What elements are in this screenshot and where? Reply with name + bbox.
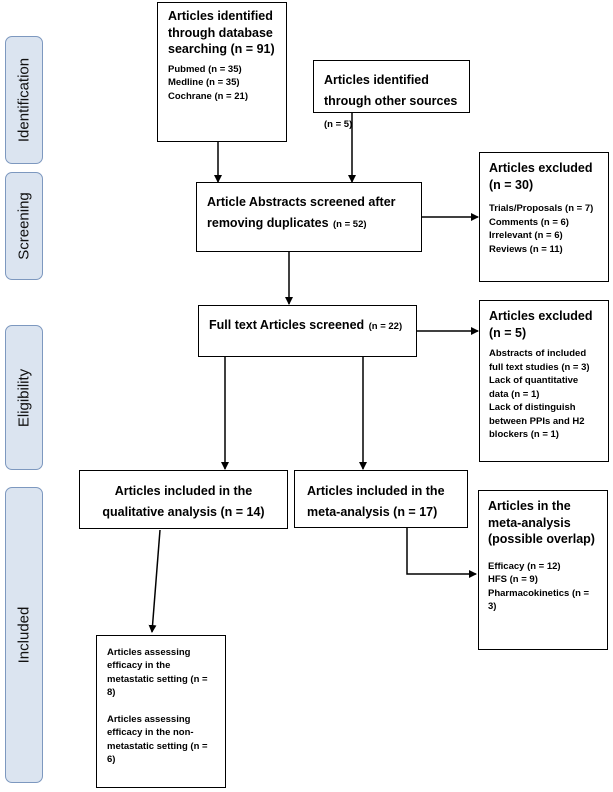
meta-overlap-box: Articles in the meta-analysis (possible … — [478, 490, 608, 650]
phase-eligibility: Eligibility — [5, 325, 43, 470]
list-item: Abstracts of included full text studies … — [489, 348, 590, 373]
list-item: Irrelevant (n = 6) — [489, 230, 563, 242]
other-sources-box: Articles identified through other source… — [313, 60, 470, 130]
box-title: Articles excluded (n = 5) — [489, 309, 593, 340]
list-item: Articles assessing efficacy in the metas… — [107, 647, 208, 699]
phase-identification: Identification — [5, 36, 43, 164]
box-title: Articles identified through database sea… — [168, 9, 275, 57]
phase-included: Included — [5, 487, 43, 783]
efficacy-setting-box: Articles assessing efficacy in the metas… — [96, 635, 226, 788]
abstracts-screened-box: Article Abstracts screened after removin… — [196, 182, 422, 252]
list-item: Lack of quantitative data (n = 1) — [489, 375, 579, 400]
qualitative-analysis-box: Articles included in the qualitative ana… — [79, 470, 288, 529]
arrow-meta-to-overlap — [406, 528, 477, 578]
database-search-box: Articles identified through database sea… — [157, 2, 287, 142]
box-count: (n = 52) — [333, 219, 367, 231]
list-item: Efficacy (n = 12) — [488, 560, 561, 572]
full-text-box: Full text Articles screened (n = 22) — [198, 305, 417, 357]
box-title: Full text Articles screened — [209, 318, 365, 332]
box-title: Articles in the meta-analysis (possible … — [488, 499, 595, 547]
phase-screening: Screening — [5, 172, 43, 280]
box-title: Article Abstracts screened after removin… — [207, 195, 396, 231]
list-item: Cochrane (n = 21) — [168, 90, 248, 102]
list-item: Comments (n = 6) — [489, 216, 569, 228]
list-item: Pubmed (n = 35) — [168, 63, 242, 75]
box-count: (n = 5) — [324, 118, 353, 130]
excluded-screening-box: Articles excluded (n = 30) Trials/Propos… — [479, 152, 609, 282]
box-title: Articles excluded (n = 30) — [489, 161, 593, 192]
box-count: (n = 22) — [368, 321, 403, 332]
list-item: Lack of distinguish between PPIs and H2 … — [489, 402, 585, 441]
meta-analysis-box: Articles included in the meta-analysis (… — [294, 470, 468, 528]
list-item: Medline (n = 35) — [168, 77, 240, 89]
excluded-eligibility-box: Articles excluded (n = 5) Abstracts of i… — [479, 300, 609, 462]
arrow-qualitative-to-efficacy — [148, 529, 161, 633]
list-item: Articles assessing efficacy in the non-m… — [107, 713, 208, 766]
box-title: Articles included in the meta-analysis (… — [307, 484, 445, 520]
list-item: Pharmacokinetics (n = 3) — [488, 587, 590, 613]
box-title: Articles identified through other source… — [324, 73, 458, 109]
list-item: Trials/Proposals (n = 7) — [489, 203, 594, 215]
list-item: Reviews (n = 11) — [489, 243, 563, 255]
box-title: Articles included in the qualitative ana… — [102, 484, 265, 520]
list-item: HFS (n = 9) — [488, 574, 538, 586]
